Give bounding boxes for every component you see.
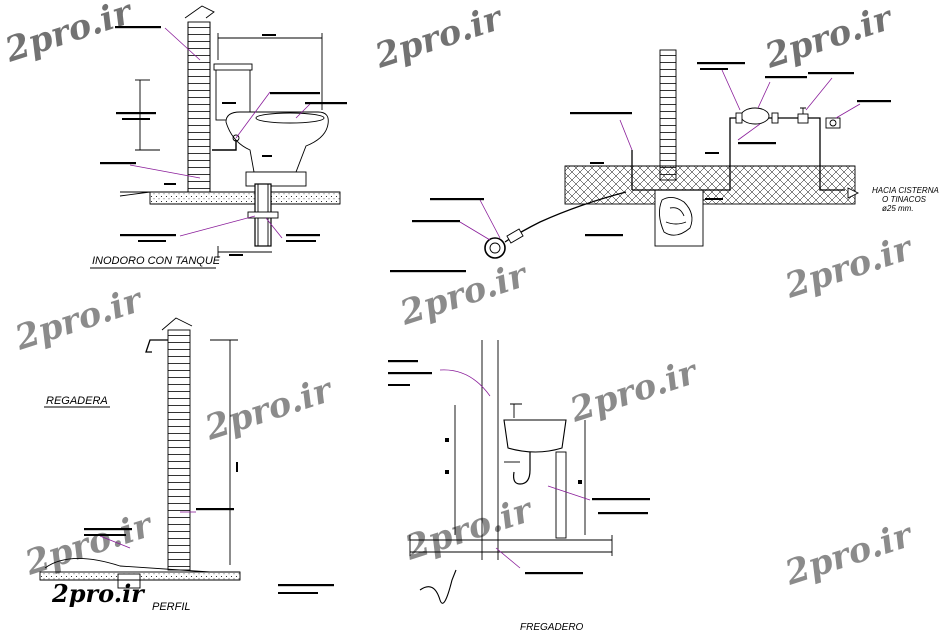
site-logo: 2pro.ir [51,579,146,608]
watermark-text: 2pro.ir [199,370,338,449]
detail-regadera: REGADERA PERFIL [39,317,334,613]
title-fregadero: FREGADERO [520,622,584,633]
water-meter [740,107,770,125]
detail-water-supply: HACIA CISTERNA O TINACOS ø25 mm. [390,49,939,273]
ground-hatch [564,165,856,205]
watermark-text: 2pro.ir [779,228,918,307]
floor-slab [149,191,341,205]
label-diametro: ø25 mm. [882,204,914,213]
label-o-tinacos: O TINACOS [882,195,927,204]
watermark-text: 2pro.ir [394,255,533,334]
watermark-text: 2pro.ir [564,352,703,431]
toilet-bowl [225,111,329,173]
watermark-text: 2pro.ir [779,515,918,594]
label-hacia-cisterna: HACIA CISTERNA [872,186,939,195]
watermark-text: 2pro.ir [399,490,538,569]
pressure-gauge [484,237,506,259]
watermark-layer: 2pro.ir 2pro.ir 2pro.ir 2pro.ir 2pro.ir … [0,0,918,594]
title-inodoro: INODORO CON TANQUE [92,255,221,267]
sink-basin [503,419,567,453]
logo-text: 2pro.ir [51,579,146,608]
shower-head [145,339,168,353]
watermark-text: 2pro.ir [0,0,138,71]
shower-wall [167,329,191,571]
detail-fregadero: FREGADERO [388,340,650,633]
watermark-text: 2pro.ir [759,0,898,77]
title-perfil: PERFIL [152,601,191,613]
watermark-text: 2pro.ir [369,0,508,77]
brick-wall [187,21,211,193]
title-regadera: REGADERA [46,395,108,407]
watermark-text: 2pro.ir [9,280,148,359]
brick-column [659,49,677,181]
detail-inodoro-con-tanque: INODORO CON TANQUE [90,5,347,269]
